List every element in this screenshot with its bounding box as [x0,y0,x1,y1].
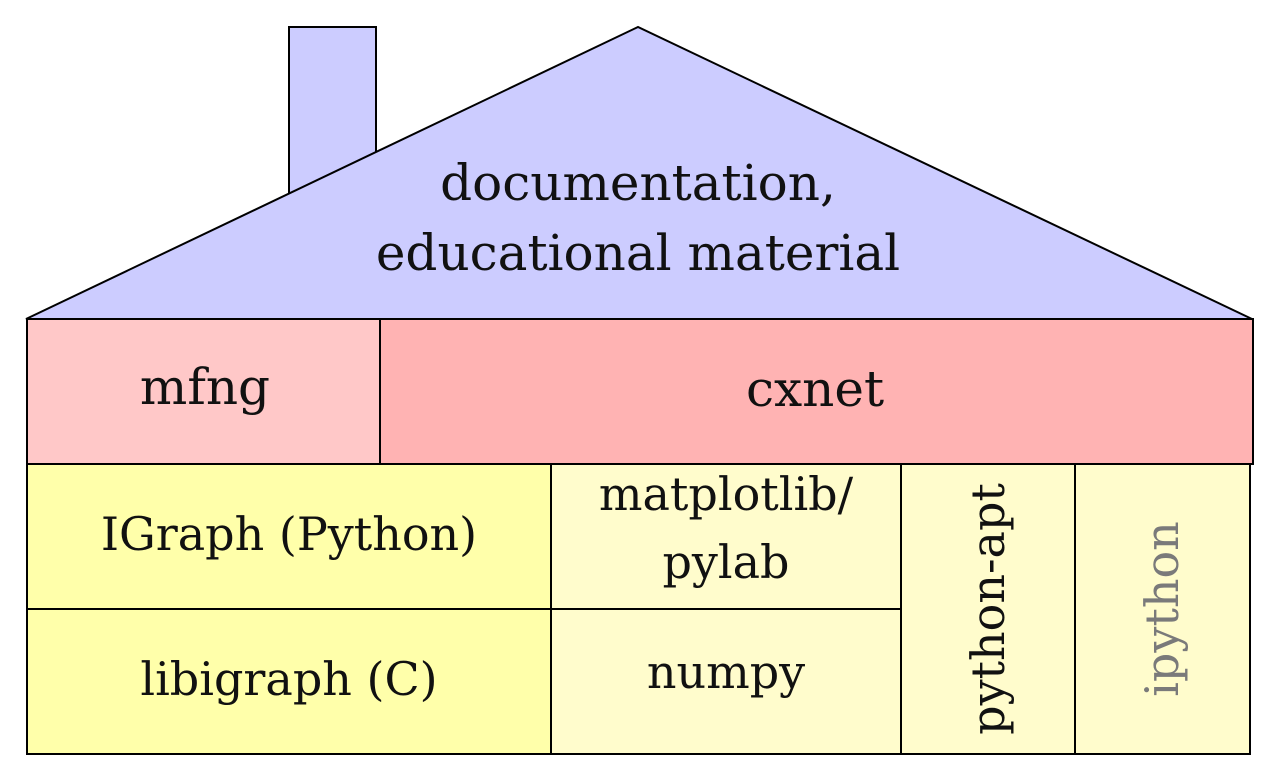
matplotlib-label-line2: pylab [662,535,789,589]
numpy-label: numpy [647,645,805,699]
mfng-box [26,318,381,465]
igraph-python-label: IGraph (Python) [101,507,477,561]
ipython-label: ipython [1135,521,1189,697]
roof-label-line2: educational material [376,224,900,282]
mfng-label: mfng [140,358,270,416]
matplotlib-box [550,463,902,610]
matplotlib-label-line1: matplotlib/ [599,467,854,521]
igraph-python-box [26,463,552,610]
ipython-box [1074,463,1251,755]
python-apt-label: python-apt [961,483,1015,735]
numpy-box [550,608,902,755]
cxnet-box [379,318,1254,465]
python-apt-box [900,463,1076,755]
libigraph-c-label: libigraph (C) [140,652,437,706]
roof-label-line1: documentation, [440,154,836,212]
cxnet-label: cxnet [746,360,884,418]
